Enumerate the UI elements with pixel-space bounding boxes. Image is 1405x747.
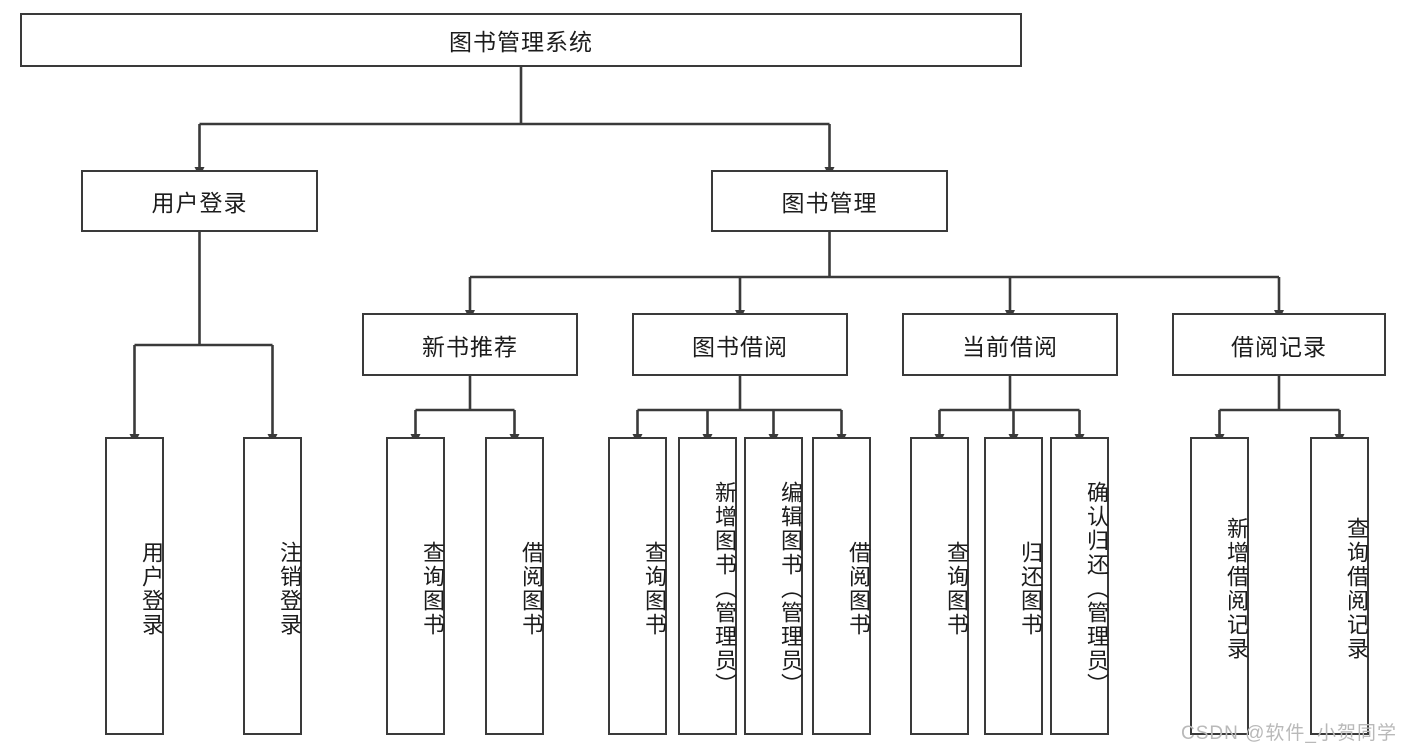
node-label: 借阅图书: [519, 541, 544, 637]
node-l_login[interactable]: 用户登录: [105, 437, 164, 735]
node-label: 查询图书: [944, 541, 969, 637]
edge-group: [129, 67, 1345, 444]
node-label: 用户登录: [139, 541, 164, 637]
node-login[interactable]: 用户登录: [81, 170, 318, 232]
node-current[interactable]: 当前借阅: [902, 313, 1118, 376]
node-label: 图书管理: [781, 190, 878, 216]
node-label: 编辑图书（管理员）: [778, 481, 803, 697]
node-l_addrec[interactable]: 新增借阅记录: [1190, 437, 1249, 735]
node-records[interactable]: 借阅记录: [1172, 313, 1386, 376]
node-label: 归还图书: [1018, 541, 1043, 637]
node-label: 借阅图书: [846, 541, 871, 637]
node-l_add[interactable]: 新增图书（管理员）: [678, 437, 737, 735]
node-label: 查询借阅记录: [1344, 517, 1369, 661]
node-bookmgmt[interactable]: 图书管理: [711, 170, 948, 232]
node-label: 注销登录: [277, 541, 302, 637]
node-root[interactable]: 图书管理系统: [20, 13, 1022, 67]
node-l_edit[interactable]: 编辑图书（管理员）: [744, 437, 803, 735]
node-label: 查询图书: [642, 541, 667, 637]
node-label: 新增借阅记录: [1224, 517, 1249, 661]
node-l_conf[interactable]: 确认归还（管理员）: [1050, 437, 1109, 735]
node-label: 查询图书: [420, 541, 445, 637]
node-l_qrec[interactable]: 查询借阅记录: [1310, 437, 1369, 735]
node-label: 新增图书（管理员）: [712, 481, 737, 697]
node-l_q3[interactable]: 查询图书: [910, 437, 969, 735]
node-l_q1[interactable]: 查询图书: [386, 437, 445, 735]
node-borrow[interactable]: 图书借阅: [632, 313, 848, 376]
node-l_logout[interactable]: 注销登录: [243, 437, 302, 735]
node-l_q2[interactable]: 查询图书: [608, 437, 667, 735]
node-label: 图书管理系统: [449, 29, 593, 55]
node-label: 用户登录: [151, 190, 248, 216]
node-l_b2[interactable]: 借阅图书: [812, 437, 871, 735]
node-l_ret[interactable]: 归还图书: [984, 437, 1043, 735]
node-label: 图书借阅: [692, 333, 788, 360]
node-newbook[interactable]: 新书推荐: [362, 313, 578, 376]
node-label: 当前借阅: [962, 333, 1058, 360]
node-label: 确认归还（管理员）: [1084, 481, 1109, 697]
node-label: 新书推荐: [422, 333, 518, 360]
node-label: 借阅记录: [1231, 333, 1327, 360]
node-l_b1[interactable]: 借阅图书: [485, 437, 544, 735]
